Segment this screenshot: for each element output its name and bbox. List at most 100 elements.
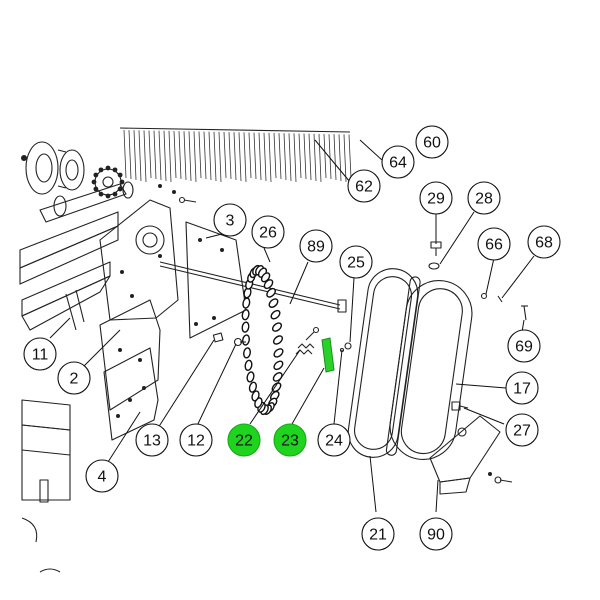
callout-circle: [419, 517, 453, 551]
chain-link: [241, 321, 250, 333]
o-ring-part: [122, 181, 134, 199]
callout-circle: [135, 423, 169, 457]
callout-17: 17: [505, 371, 539, 405]
callout-label: 89: [307, 239, 325, 256]
callout-circle: [317, 423, 351, 457]
chain-part: [241, 264, 284, 416]
callout-label: 68: [535, 235, 553, 252]
plate-4-part: [103, 347, 159, 441]
side-plate-part: [99, 199, 179, 321]
callout-circle: [339, 245, 373, 279]
chain-link: [246, 371, 255, 383]
frame-rail-part: [19, 183, 127, 331]
plate-2-part: [99, 299, 161, 411]
callout-circle: [361, 517, 395, 551]
callout-64: 64: [381, 145, 415, 179]
callout-circle: [527, 225, 561, 259]
callout-circle: [381, 145, 415, 179]
callout-circle: [85, 459, 119, 493]
callout-label: 21: [369, 527, 387, 544]
callout-circle: [467, 181, 501, 215]
callout-label: 2: [70, 371, 79, 388]
chain-link: [242, 334, 250, 346]
chain-link: [260, 272, 271, 283]
screw-68-part: [497, 295, 503, 303]
callout-circle: [415, 125, 449, 159]
grille-part: [119, 127, 352, 183]
callout-circle: [507, 329, 541, 363]
callout-27: 27: [505, 413, 539, 447]
callout-26: 26: [251, 215, 285, 249]
callout-label: 69: [515, 339, 533, 356]
callout-circle: [23, 337, 57, 371]
callout-label: 24: [325, 433, 343, 450]
callout-label: 13: [143, 433, 161, 450]
bolt-27-part: [451, 401, 469, 411]
chain-link: [271, 322, 283, 332]
lower-housing-part: [21, 399, 71, 503]
callout-29: 29: [419, 181, 453, 215]
callout-13: 13: [135, 423, 169, 457]
callout-21: 21: [361, 517, 395, 551]
callout-circle: [299, 229, 333, 263]
callout-circle: [477, 227, 511, 261]
tensioner-spring-part: [295, 326, 320, 355]
chain-link: [251, 390, 260, 402]
callout-label: 64: [389, 155, 407, 172]
chain-link: [242, 297, 251, 309]
callout-2: 2: [57, 361, 91, 395]
callout-label: 3: [226, 213, 235, 230]
hub-bearing-part: [21, 141, 85, 195]
callout-89: 89: [299, 229, 333, 263]
callout-label: 23: [281, 433, 299, 450]
chain-link: [243, 347, 251, 359]
callout-62: 62: [347, 169, 381, 203]
bolt-12-part: [233, 337, 246, 347]
callout-circle: [251, 215, 285, 249]
chain-link: [266, 287, 276, 298]
callout-68: 68: [527, 225, 561, 259]
callout-circle: [505, 413, 539, 447]
callout-circle: [227, 423, 261, 457]
callout-label: 4: [98, 469, 107, 486]
chain-cover-part: [385, 276, 473, 460]
callout-layer: 60 64 62 29 28 66 68 3 26 89 25 69 11 2 17 27 13 12 22 23 24…: [23, 125, 561, 551]
chain-link: [268, 298, 279, 308]
washer-28-part: [428, 262, 440, 270]
callout-label: 25: [347, 255, 365, 272]
callout-label: 28: [475, 191, 493, 208]
callout-circle: [213, 203, 247, 237]
leader-lines: [49, 139, 535, 513]
callout-circle: [179, 423, 213, 457]
callout-66: 66: [477, 227, 511, 261]
callout-11: 11: [23, 337, 57, 371]
chain-link: [263, 279, 274, 290]
chain-link: [272, 335, 284, 345]
callout-28: 28: [467, 181, 501, 215]
callout-circle: [273, 423, 307, 457]
chain-link: [248, 381, 257, 393]
callout-circle: [347, 169, 381, 203]
callout-label: 29: [427, 191, 445, 208]
callout-label: 60: [423, 135, 441, 152]
callout-label: 22: [235, 433, 253, 450]
callout-label: 17: [513, 381, 531, 398]
chain-link: [244, 359, 253, 371]
callout-69: 69: [507, 329, 541, 363]
callout-25: 25: [339, 245, 373, 279]
callout-label: 26: [259, 225, 277, 242]
callout-3: 3: [213, 203, 247, 237]
nut-66-part: [480, 292, 488, 300]
chain-link: [273, 348, 284, 358]
bolt-13-part: [212, 332, 224, 343]
bracket-part: [429, 415, 501, 495]
callout-60: 60: [415, 125, 449, 159]
callout-label: 11: [32, 347, 49, 364]
callout-label: 62: [355, 179, 373, 196]
callout-circle: [419, 181, 453, 215]
callout-23: 23: [273, 423, 307, 457]
callout-12: 12: [179, 423, 213, 457]
callout-24: 24: [317, 423, 351, 457]
callout-label: 90: [427, 527, 445, 544]
